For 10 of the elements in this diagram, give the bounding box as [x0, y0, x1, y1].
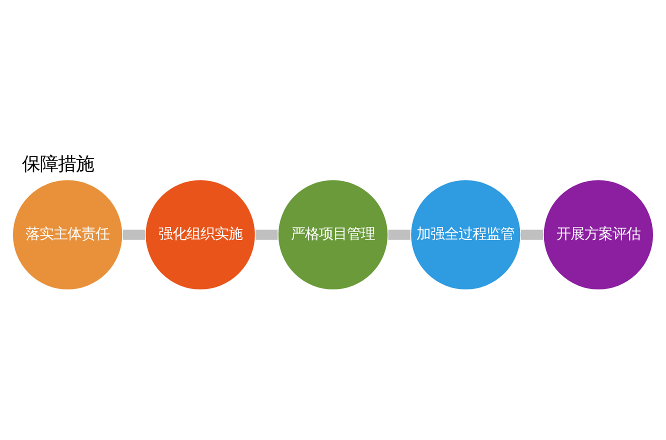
connector — [521, 229, 544, 240]
connector — [256, 229, 278, 240]
connector — [388, 229, 410, 240]
node-circle: 严格项目管理 — [277, 178, 389, 290]
node-circle: 强化组织实施 — [144, 178, 256, 290]
diagram-title: 保障措施 — [22, 153, 94, 174]
node-circle: 加强全过程监管 — [410, 178, 522, 290]
node-circle: 开展方案评估 — [542, 178, 654, 290]
connector — [122, 229, 145, 240]
node-circle: 落实主体责任 — [12, 178, 124, 290]
